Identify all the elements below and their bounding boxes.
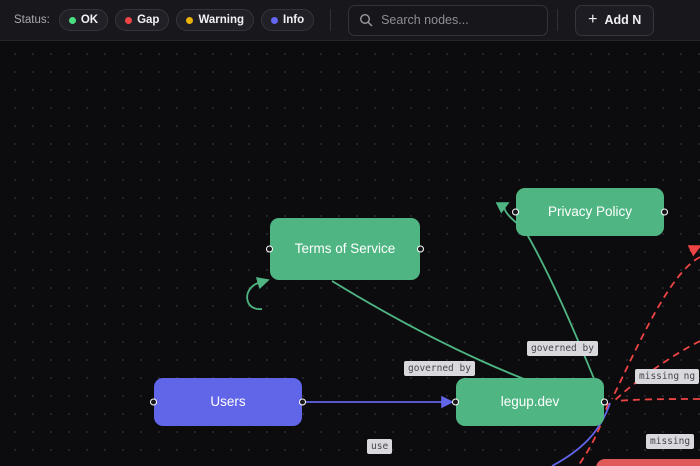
edge-label-governed-by-privacy[interactable]: governed by	[527, 341, 598, 356]
edge-label-governed-by-terms[interactable]: governed by	[404, 361, 475, 376]
status-dot-info	[271, 16, 279, 24]
node-users-label: Users	[210, 393, 246, 409]
add-node-button-label: Add N	[604, 13, 642, 27]
handle-source-legup[interactable]	[601, 398, 608, 406]
handle-source-users[interactable]	[299, 398, 306, 406]
handle-target-privacy[interactable]	[512, 208, 519, 216]
node-terms-of-service[interactable]: Terms of Service	[266, 218, 424, 280]
edge-layer	[246, 202, 700, 466]
status-badge-info[interactable]: Info	[261, 9, 315, 31]
add-node-button[interactable]: + Add N	[575, 4, 655, 36]
status-badge-ok[interactable]: OK	[58, 9, 109, 31]
edge-label-missing-right[interactable]: missing	[646, 434, 695, 449]
status-badge-info-label: Info	[283, 14, 305, 26]
graph-canvas[interactable]: Terms of Service Privacy Policy Users le…	[0, 41, 700, 466]
node-terms-of-service-label: Terms of Service	[294, 240, 396, 256]
toolbar: Status: OK Gap Warning Info Search	[0, 0, 700, 41]
toolbar-divider-1	[330, 9, 332, 31]
toolbar-divider-2	[557, 9, 559, 31]
handle-target-users[interactable]	[150, 398, 157, 406]
status-badge-warning[interactable]: Warning	[176, 9, 255, 31]
node-privacy-policy[interactable]: Privacy Policy	[512, 188, 668, 236]
search-placeholder: Search nodes...	[381, 13, 469, 27]
status-badge-warning-label: Warning	[198, 14, 245, 26]
status-dot-ok	[68, 16, 76, 24]
status-label: Status:	[14, 14, 50, 26]
node-partial-offscreen[interactable]	[596, 459, 700, 466]
handle-target-terms[interactable]	[266, 245, 273, 253]
status-badge-ok-label: OK	[80, 14, 99, 26]
node-privacy-policy-label: Privacy Policy	[547, 203, 633, 219]
status-dot-warning	[186, 16, 194, 24]
edge-label-missing-front[interactable]: missing	[635, 369, 684, 384]
handle-source-terms[interactable]	[417, 245, 424, 253]
node-users[interactable]: Users	[150, 378, 306, 426]
node-legup-dev[interactable]: legup.dev	[452, 378, 608, 426]
search-input[interactable]: Search nodes...	[348, 4, 549, 36]
handle-source-privacy[interactable]	[661, 208, 668, 216]
status-badge-gap-label: Gap	[137, 14, 160, 26]
handle-target-legup[interactable]	[452, 398, 459, 406]
edge-label-use[interactable]: use	[367, 439, 393, 454]
status-dot-gap	[125, 16, 133, 24]
status-badge-gap[interactable]: Gap	[115, 9, 170, 31]
search-icon	[359, 13, 373, 27]
node-legup-dev-label: legup.dev	[500, 393, 560, 409]
plus-icon: +	[588, 11, 598, 28]
